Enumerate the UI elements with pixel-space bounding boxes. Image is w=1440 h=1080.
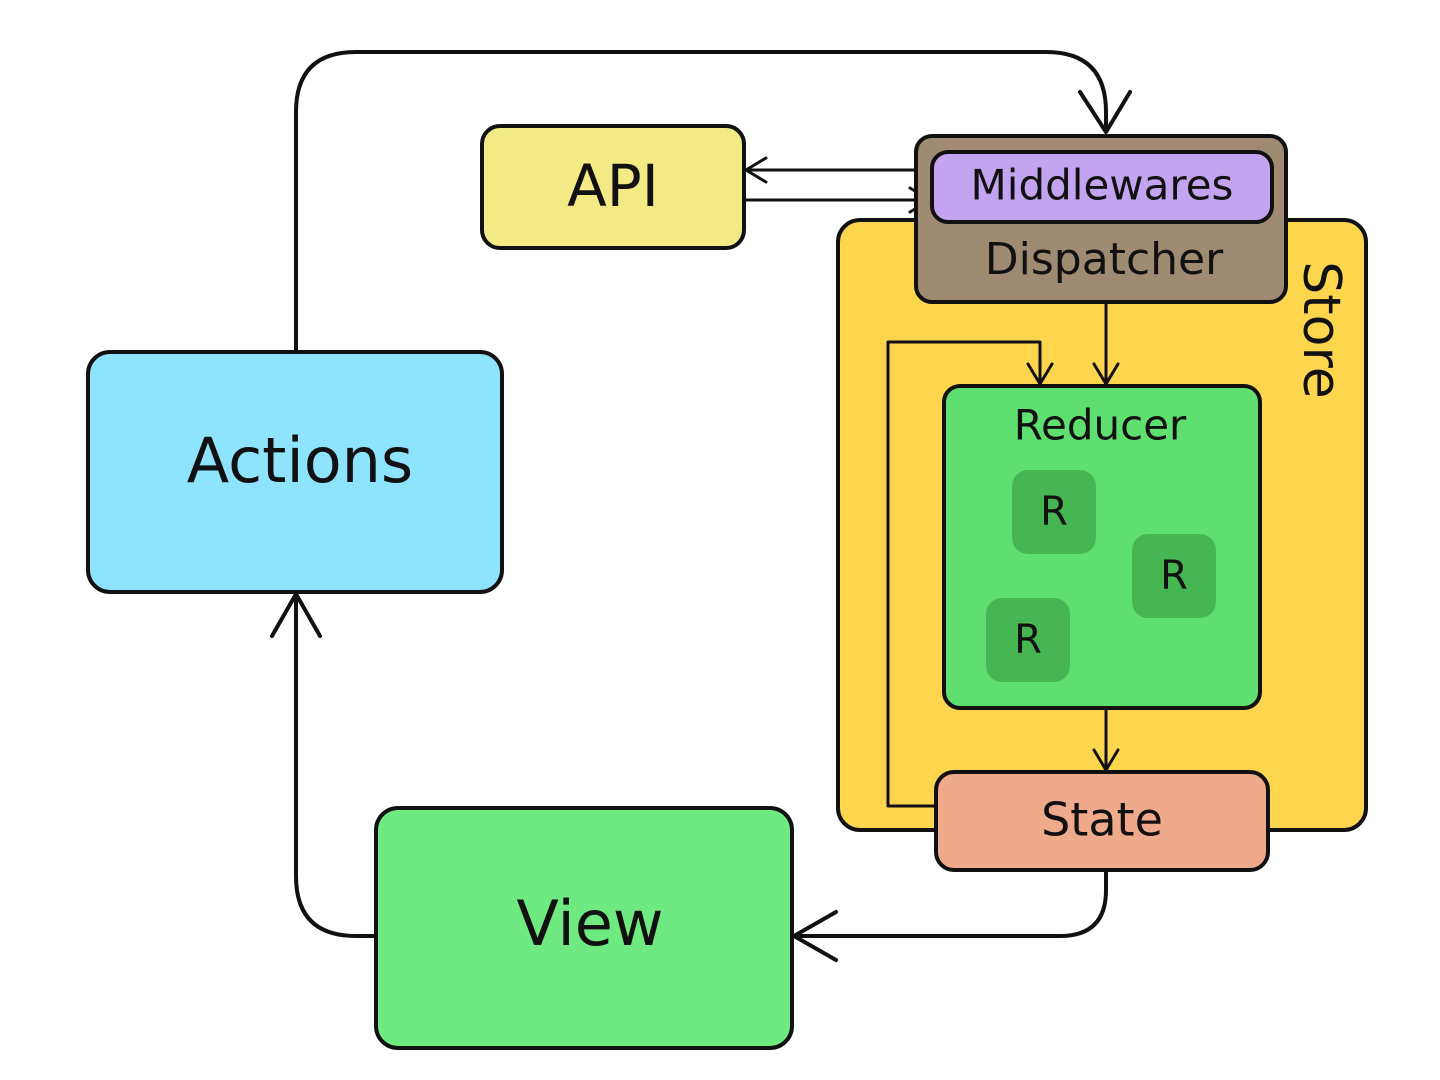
view-box xyxy=(374,806,794,1050)
state-node: State xyxy=(934,770,1270,872)
actions-node: Actions xyxy=(86,350,504,594)
view-label: View xyxy=(516,887,663,960)
sub-reducer-3: R xyxy=(986,598,1070,682)
edge-line xyxy=(886,340,1042,808)
edge-line xyxy=(792,868,1108,938)
edge-state-to-view xyxy=(792,868,1108,962)
edge-api-to-middlewares xyxy=(744,186,932,214)
edge-line xyxy=(294,50,1108,354)
sub-reducer-label: R xyxy=(1040,489,1068,535)
actions-label: Actions xyxy=(187,424,413,497)
sub-reducer-label: R xyxy=(1014,617,1042,663)
sub-reducer-1: R xyxy=(1012,470,1096,554)
dispatcher-label: Dispatcher xyxy=(985,234,1224,285)
sub-reducer-2: R xyxy=(1132,534,1216,618)
middlewares-label: Middlewares xyxy=(971,161,1234,210)
reducer-node: Reducer R R R xyxy=(942,384,1262,710)
edges xyxy=(270,50,1132,962)
actions-box xyxy=(86,350,504,594)
sub-reducer-box xyxy=(986,598,1070,682)
store-label: Store xyxy=(1291,261,1351,398)
edge-line xyxy=(294,592,378,938)
edge-middlewares-to-api xyxy=(744,156,934,184)
sub-reducer-label: R xyxy=(1160,553,1188,599)
sub-reducer-box xyxy=(1012,470,1096,554)
reducer-label: Reducer xyxy=(1014,401,1187,450)
api-label: API xyxy=(567,152,659,220)
api-node: API xyxy=(480,124,746,250)
middlewares-box xyxy=(930,150,1274,224)
state-label: State xyxy=(1041,793,1163,847)
arrow-head xyxy=(1078,90,1132,134)
api-box xyxy=(480,124,746,250)
edge-view-to-actions xyxy=(270,592,378,938)
edge-actions-to-dispatcher xyxy=(294,50,1132,354)
view-node: View xyxy=(374,806,794,1050)
middlewares-node: Middlewares xyxy=(930,150,1274,224)
state-box xyxy=(934,770,1270,872)
sub-reducer-box xyxy=(1132,534,1216,618)
